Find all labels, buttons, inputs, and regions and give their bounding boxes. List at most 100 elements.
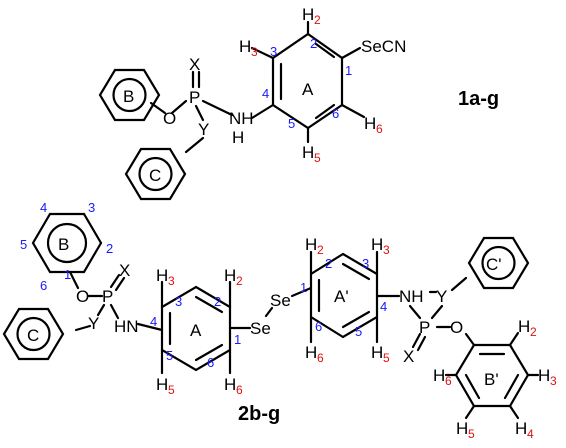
carbon-number: 5 (20, 237, 27, 252)
hydrogen-number: 3 (251, 45, 258, 59)
compound-id-2bg: 2b-g (238, 403, 280, 425)
carbon-number: 5 (288, 116, 295, 131)
hydrogen-label: H (232, 128, 244, 147)
bond-n-p (201, 99, 234, 117)
bond-o-c (464, 332, 476, 347)
oxygen-label: O (163, 109, 176, 128)
ring-a-double (194, 295, 224, 314)
x-label: X (403, 347, 414, 366)
y-label: Y (88, 314, 99, 333)
hydrogen-number: 2 (314, 13, 321, 27)
hydrogen-number: 4 (527, 427, 534, 441)
hydrogen-label: H (371, 343, 383, 362)
y-label: Y (436, 287, 447, 306)
x-label: X (189, 55, 200, 74)
carbon-number: 6 (332, 106, 339, 121)
hydrogen-label: H (156, 375, 168, 394)
hydrogen-label: H (364, 114, 376, 133)
nitrogen-label: HN (114, 317, 139, 336)
carbon-number: 3 (88, 200, 95, 215)
hydrogen-number: 6 (376, 122, 383, 136)
ring-c-left-aromatic (16, 316, 51, 352)
bond-ch (250, 46, 275, 60)
bond-c-se (340, 46, 362, 60)
bond-n-p (408, 304, 422, 320)
ring-b-left-bonds (31, 212, 103, 274)
ring-b-bonds (98, 68, 161, 122)
selenium-label: Se (270, 291, 291, 310)
hydrogen-number: 5 (314, 151, 321, 165)
ring-b-left-label: B (58, 235, 69, 254)
carbon-number: 6 (207, 355, 214, 370)
bond-y-c (74, 324, 92, 332)
carbon-number: 6 (40, 278, 47, 293)
carbon-number: 1 (300, 280, 307, 295)
bond-se-se (264, 306, 274, 318)
bond-ch (340, 103, 366, 119)
ring-a-double (194, 343, 224, 362)
hydrogen-label: H (302, 143, 314, 162)
hydrogen-label: H (433, 366, 445, 385)
hydrogen-label: H (305, 235, 317, 254)
hydrogen-label: H (224, 375, 236, 394)
bond-p-x (114, 276, 126, 292)
bond-se-c (290, 286, 313, 298)
hydrogen-number: 2 (530, 325, 537, 339)
ring-b-prime-label: B' (484, 370, 499, 389)
ring-b-label: B (123, 87, 134, 106)
ring-c-prime-label: C' (486, 255, 502, 274)
carbon-number: 3 (270, 44, 277, 59)
selenocyanate-label: SeCN (361, 37, 406, 56)
ring-a-double (314, 42, 336, 59)
ring-c-prime-bonds (467, 236, 530, 290)
compound-id-1ag: 1a-g (458, 88, 499, 110)
bond-c-n (250, 103, 275, 120)
carbon-number: 5 (166, 348, 173, 363)
ring-b-aromatic (112, 77, 147, 113)
bond-p-y (96, 303, 106, 317)
carbon-number: 2 (106, 241, 113, 256)
carbon-number: 5 (355, 324, 362, 339)
ring-a-double (314, 103, 336, 120)
hydrogen-number: 6 (236, 383, 243, 397)
labels-1ag: SeCN NH P X O Y A B C 1a-g H H H H H (123, 5, 499, 185)
ring-c-bonds (124, 147, 187, 201)
carbon-number: 3 (175, 294, 182, 309)
hydrogen-label: H (302, 5, 314, 24)
labels-2bg: O P X Y HN Se Se NH Y P O X B C A A' C' … (27, 235, 550, 438)
compound-2bg (2, 212, 540, 420)
carbon-number: 4 (262, 86, 269, 101)
oxygen-label: O (76, 287, 89, 306)
carbon-number: 1 (234, 332, 241, 347)
nitrogen-label: NH (399, 287, 424, 306)
ring-a-label: A (190, 321, 202, 340)
phosphorus-label: P (419, 318, 430, 337)
hydrogen-number: 5 (468, 427, 475, 441)
ring-a-label: A (302, 80, 314, 99)
bond-p-o (170, 99, 188, 115)
ring-a-prime-label: A' (334, 287, 349, 306)
carbon-number: 4 (40, 200, 47, 215)
hydrogen-label: H (371, 235, 383, 254)
hydrogen-number: 5 (168, 383, 175, 397)
ring-a-prime-double (341, 310, 371, 329)
carbon-number: 1 (64, 267, 71, 282)
hydrogen-number: 6 (317, 351, 324, 365)
phosphorus-label: P (102, 287, 113, 306)
ring-b-prime-double (464, 373, 481, 400)
hydrogen-number: 2 (317, 243, 324, 257)
bond-p-n (109, 303, 120, 320)
hydrogen-number: 5 (383, 351, 390, 365)
carbon-number: 4 (150, 314, 157, 329)
bond-y-c (450, 276, 468, 292)
ring-b-left-aromatic (46, 222, 88, 264)
hydrogen-number: 3 (168, 274, 175, 288)
ring-c-left-label: C (27, 326, 39, 345)
carbon-number: 2 (214, 294, 221, 309)
carbon-number: 2 (310, 36, 317, 51)
bond-ch (508, 404, 520, 420)
y-label: Y (198, 120, 209, 139)
carbon-number: 1 (345, 63, 352, 78)
